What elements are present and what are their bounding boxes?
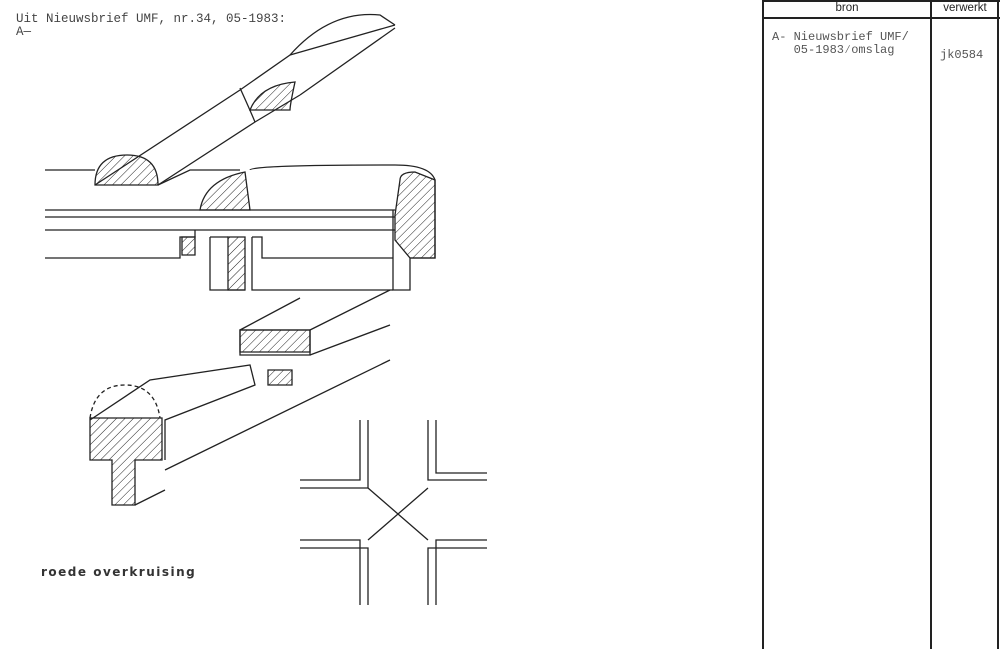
document-header: Uit Nieuwsbrief UMF, nr.34, 05-1983: A— [16,13,286,39]
header-source-line: Uit Nieuwsbrief UMF, nr.34, 05-1983: [16,12,287,26]
drawing-caption: roede overkruising [41,565,197,579]
rod-crossing-profile-drawing [45,13,487,605]
header-label-a: A— [16,25,32,39]
table-right-border [997,0,999,649]
table-cell-verwerkt: jk0584 [940,48,984,62]
table-left-border [762,0,764,649]
table-column-divider [930,0,932,649]
technical-drawing [45,13,487,605]
table-top-border [762,0,1000,2]
column-header-verwerkt: verwerkt [943,2,987,14]
column-header-bron: bron [835,2,859,14]
table-cell-bron: A- Nieuwsbrief UMF/ 05-1983∕omslag [772,30,909,57]
table-header-divider [762,17,1000,19]
